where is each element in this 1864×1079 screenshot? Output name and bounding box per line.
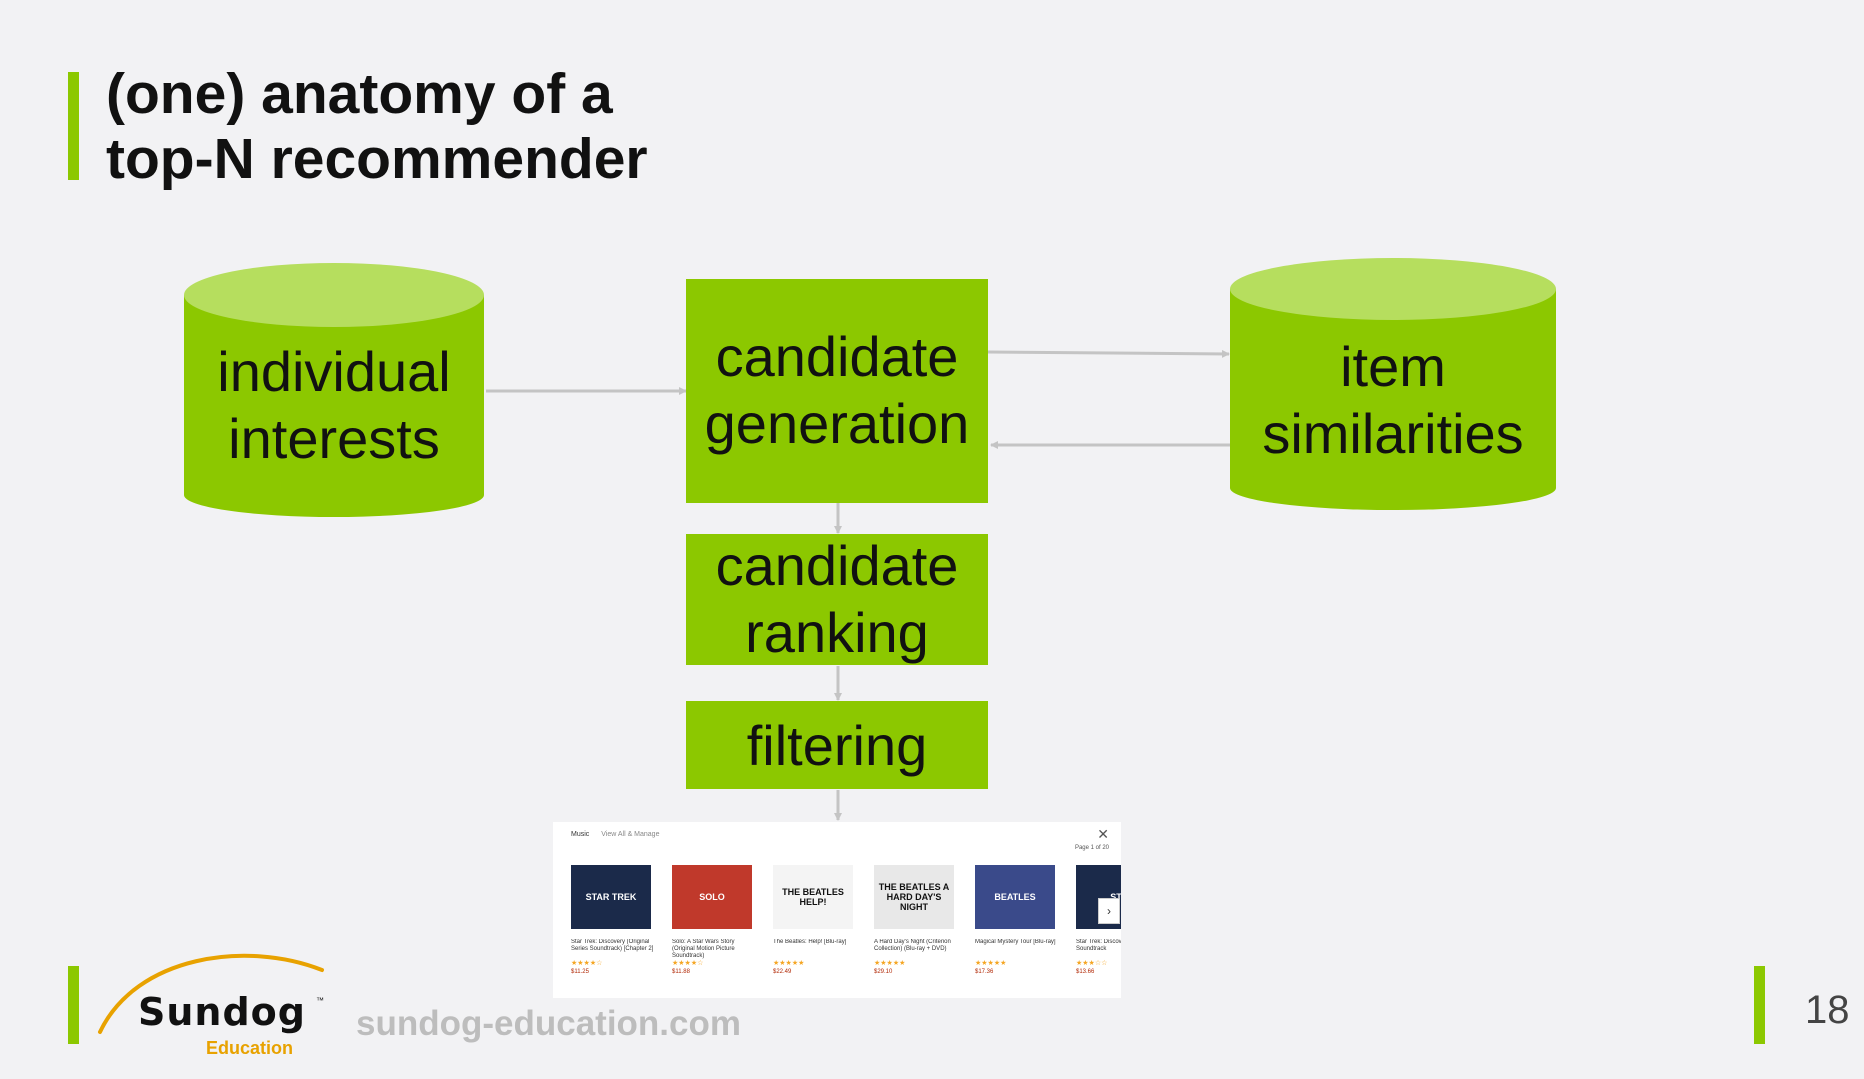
logo-swoosh-icon: [98, 953, 324, 1034]
album-price: $17.36: [975, 969, 994, 975]
album-price: $29.10: [874, 969, 893, 975]
album-price: $11.88: [672, 969, 690, 975]
page-indicator: Page 1 of 20: [1074, 845, 1109, 851]
item-similarities-cylinder: item similarities: [1230, 258, 1556, 510]
candidate-generation-label-1: candidate: [716, 325, 959, 388]
album-cover-text: BEATLES: [994, 892, 1036, 902]
album-title[interactable]: Star Trek: Discovery (Original Series So…: [571, 939, 654, 952]
website-url[interactable]: sundog-education.com: [356, 1004, 741, 1043]
album-cover[interactable]: THE BEATLES A HARD DAY'S NIGHT: [874, 865, 954, 929]
album-cover[interactable]: BEATLES: [975, 865, 1055, 929]
candidate-generation-label-2: generation: [705, 392, 970, 455]
album-rating: ★★★☆☆: [1076, 960, 1108, 967]
title-line-2: top-N recommender: [106, 127, 648, 191]
individual-interests-cylinder: individual interests: [184, 263, 484, 517]
album-card[interactable]: THE BEATLES HELP! The Beatles: Help! [Blu…: [773, 865, 857, 976]
item-similarities-label-2: similarities: [1262, 402, 1523, 465]
individual-interests-label-2: interests: [228, 407, 440, 470]
strip-header-title: Music: [571, 831, 590, 838]
album-title[interactable]: Magical Mystery Tour [Blu-ray]: [975, 939, 1056, 945]
arrow-generation-to-similarities: [987, 349, 1230, 358]
album-price: $22.49: [773, 969, 792, 975]
individual-interests-label-1: individual: [217, 340, 451, 403]
album-card[interactable]: BEATLES Magical Mystery Tour [Blu-ray] ★★★…: [975, 865, 1059, 976]
album-cover[interactable]: THE BEATLES HELP!: [773, 865, 853, 929]
album-cover-text: ST: [1110, 892, 1121, 902]
album-title[interactable]: The Beatles: Help! [Blu-ray]: [773, 939, 847, 945]
footer-accent-bar-right: [1754, 966, 1765, 1044]
candidate-generation-box: candidate generation: [686, 279, 988, 503]
logo-subtitle: Education: [206, 1038, 294, 1058]
strip-header: Music View All & Manage: [571, 831, 659, 838]
album-title[interactable]: Solo: A Star Wars Story (Original Motion…: [672, 939, 735, 959]
album-cover-text: THE BEATLES HELP!: [782, 887, 844, 907]
chevron-right-icon[interactable]: ›: [1098, 898, 1120, 924]
logo-name: Sundog: [138, 990, 306, 1034]
candidate-ranking-label-1: candidate: [716, 534, 959, 597]
album-rating: ★★★★★: [874, 960, 906, 967]
sundog-logo: Sundog ™ Education: [96, 946, 326, 1062]
view-all-link[interactable]: View All & Manage: [601, 831, 660, 838]
album-card[interactable]: THE BEATLES A HARD DAY'S NIGHT A Hard Day…: [874, 865, 958, 976]
filtering-box: filtering: [686, 701, 988, 789]
album-title[interactable]: A Hard Day's Night (Criterion Collection…: [874, 939, 951, 952]
recommendation-results-strip: Music View All & Manage ✕ Page 1 of 20 S…: [553, 822, 1121, 998]
album-cover-text: THE BEATLES A HARD DAY'S NIGHT: [878, 882, 950, 912]
album-title[interactable]: Star Trek: Discovery Series Soundtrack: [1076, 939, 1121, 952]
slide-title: (one) anatomy of a top-N recommender: [106, 62, 648, 192]
album-cover[interactable]: SOLO: [672, 865, 752, 929]
album-rating: ★★★★☆: [672, 960, 704, 967]
album-card[interactable]: STAR TREK Star Trek: Discovery (Original …: [571, 865, 655, 976]
item-similarities-label-1: item: [1340, 335, 1446, 398]
album-cover-text: STAR TREK: [585, 892, 637, 902]
album-cover[interactable]: STAR TREK: [571, 865, 651, 929]
footer-accent-bar-left: [68, 966, 79, 1044]
filtering-label: filtering: [747, 714, 928, 777]
album-rating: ★★★★★: [975, 960, 1007, 967]
page-number: 18: [1805, 988, 1850, 1032]
title-accent-bar: [68, 72, 79, 180]
logo-trademark: ™: [316, 996, 324, 1005]
title-line-1: (one) anatomy of a: [106, 62, 613, 126]
candidate-ranking-label-2: ranking: [745, 601, 929, 664]
album-cover-text: SOLO: [699, 892, 725, 902]
album-price: $13.66: [1076, 969, 1095, 975]
album-rating: ★★★★★: [773, 960, 805, 967]
album-rating: ★★★★☆: [571, 960, 603, 967]
candidate-ranking-box: candidate ranking: [686, 534, 988, 665]
close-icon[interactable]: ✕: [1097, 826, 1109, 842]
album-card[interactable]: SOLO Solo: A Star Wars Story (Original Mo…: [672, 865, 756, 976]
album-price: $11.25: [571, 969, 589, 975]
